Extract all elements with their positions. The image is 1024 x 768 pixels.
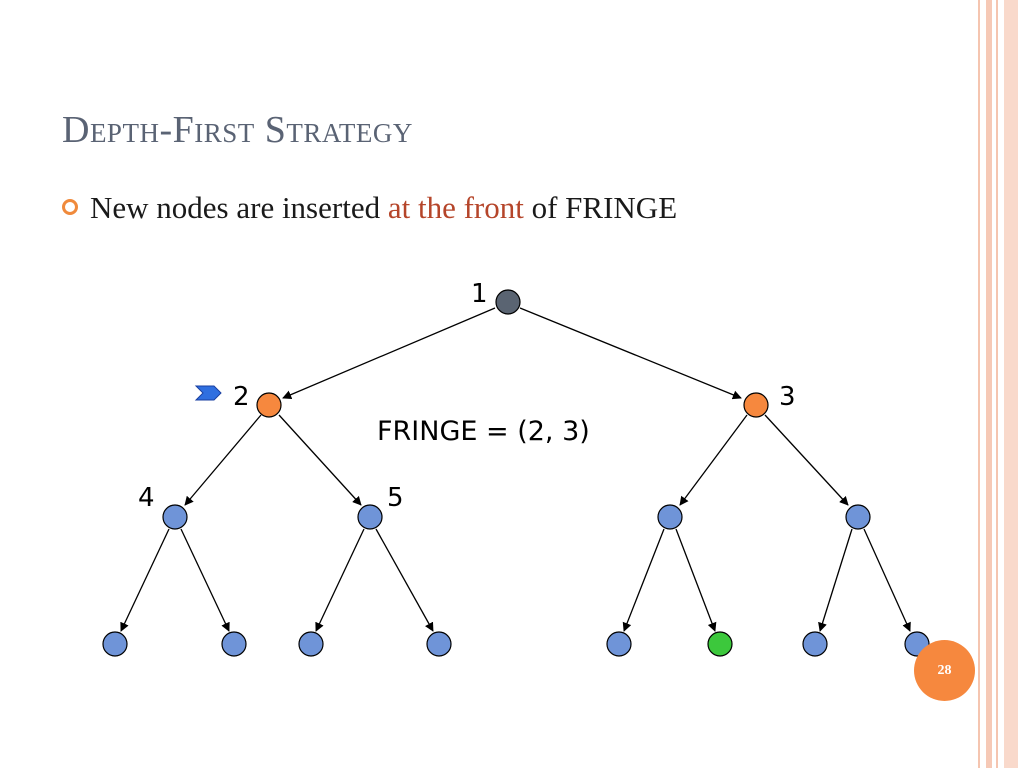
edge-5-left [315,528,365,632]
node-2-fringe [256,392,282,418]
slide-title: Depth-First Strategy [62,109,413,151]
leaf-node [606,631,632,657]
fringe-label: FRINGE = (2, 3) [377,416,590,447]
edge-4-left [120,528,170,632]
node-label-4: 4 [138,483,155,513]
node-4 [162,504,188,530]
node-1-root [495,289,521,315]
node-5 [357,504,383,530]
border-stripe [986,0,992,768]
leaf-node [102,631,128,657]
border-stripe [978,0,980,768]
goal-leaf-node [707,631,733,657]
node-7 [845,504,871,530]
edge-6-left [622,528,665,632]
current-node-pointer-icon [194,385,222,401]
page-number-badge: 28 [914,640,975,701]
edge-1-3 [519,307,742,400]
node-6 [657,504,683,530]
border-stripe [996,0,998,768]
bullet-highlight: at the front [387,190,524,225]
node-label-3: 3 [779,382,796,412]
leaf-node [802,631,828,657]
edge-1-2 [282,307,496,399]
edge-2-5 [278,414,362,506]
node-label-5: 5 [387,483,404,513]
edge-4-right [180,528,230,632]
node-3-fringe [743,392,769,418]
border-stripe [1004,0,1018,768]
edge-3-right [764,414,849,506]
leaf-node [298,631,324,657]
bullet-item: New nodes are inserted at the front of F… [62,190,677,226]
node-label-1: 1 [471,279,488,309]
edge-7-left [818,528,853,632]
edge-5-right [375,528,434,632]
leaf-node [426,631,452,657]
node-label-2: 2 [233,382,250,412]
leaf-node [221,631,247,657]
edge-2-4 [184,414,262,506]
edge-6-right [675,528,717,632]
bullet-ring-icon [62,198,78,215]
edge-7-right [863,528,911,632]
edge-3-left [679,414,748,506]
bullet-text-before: New nodes are inserted [90,190,388,225]
bullet-text-after: of FRINGE [523,190,678,225]
